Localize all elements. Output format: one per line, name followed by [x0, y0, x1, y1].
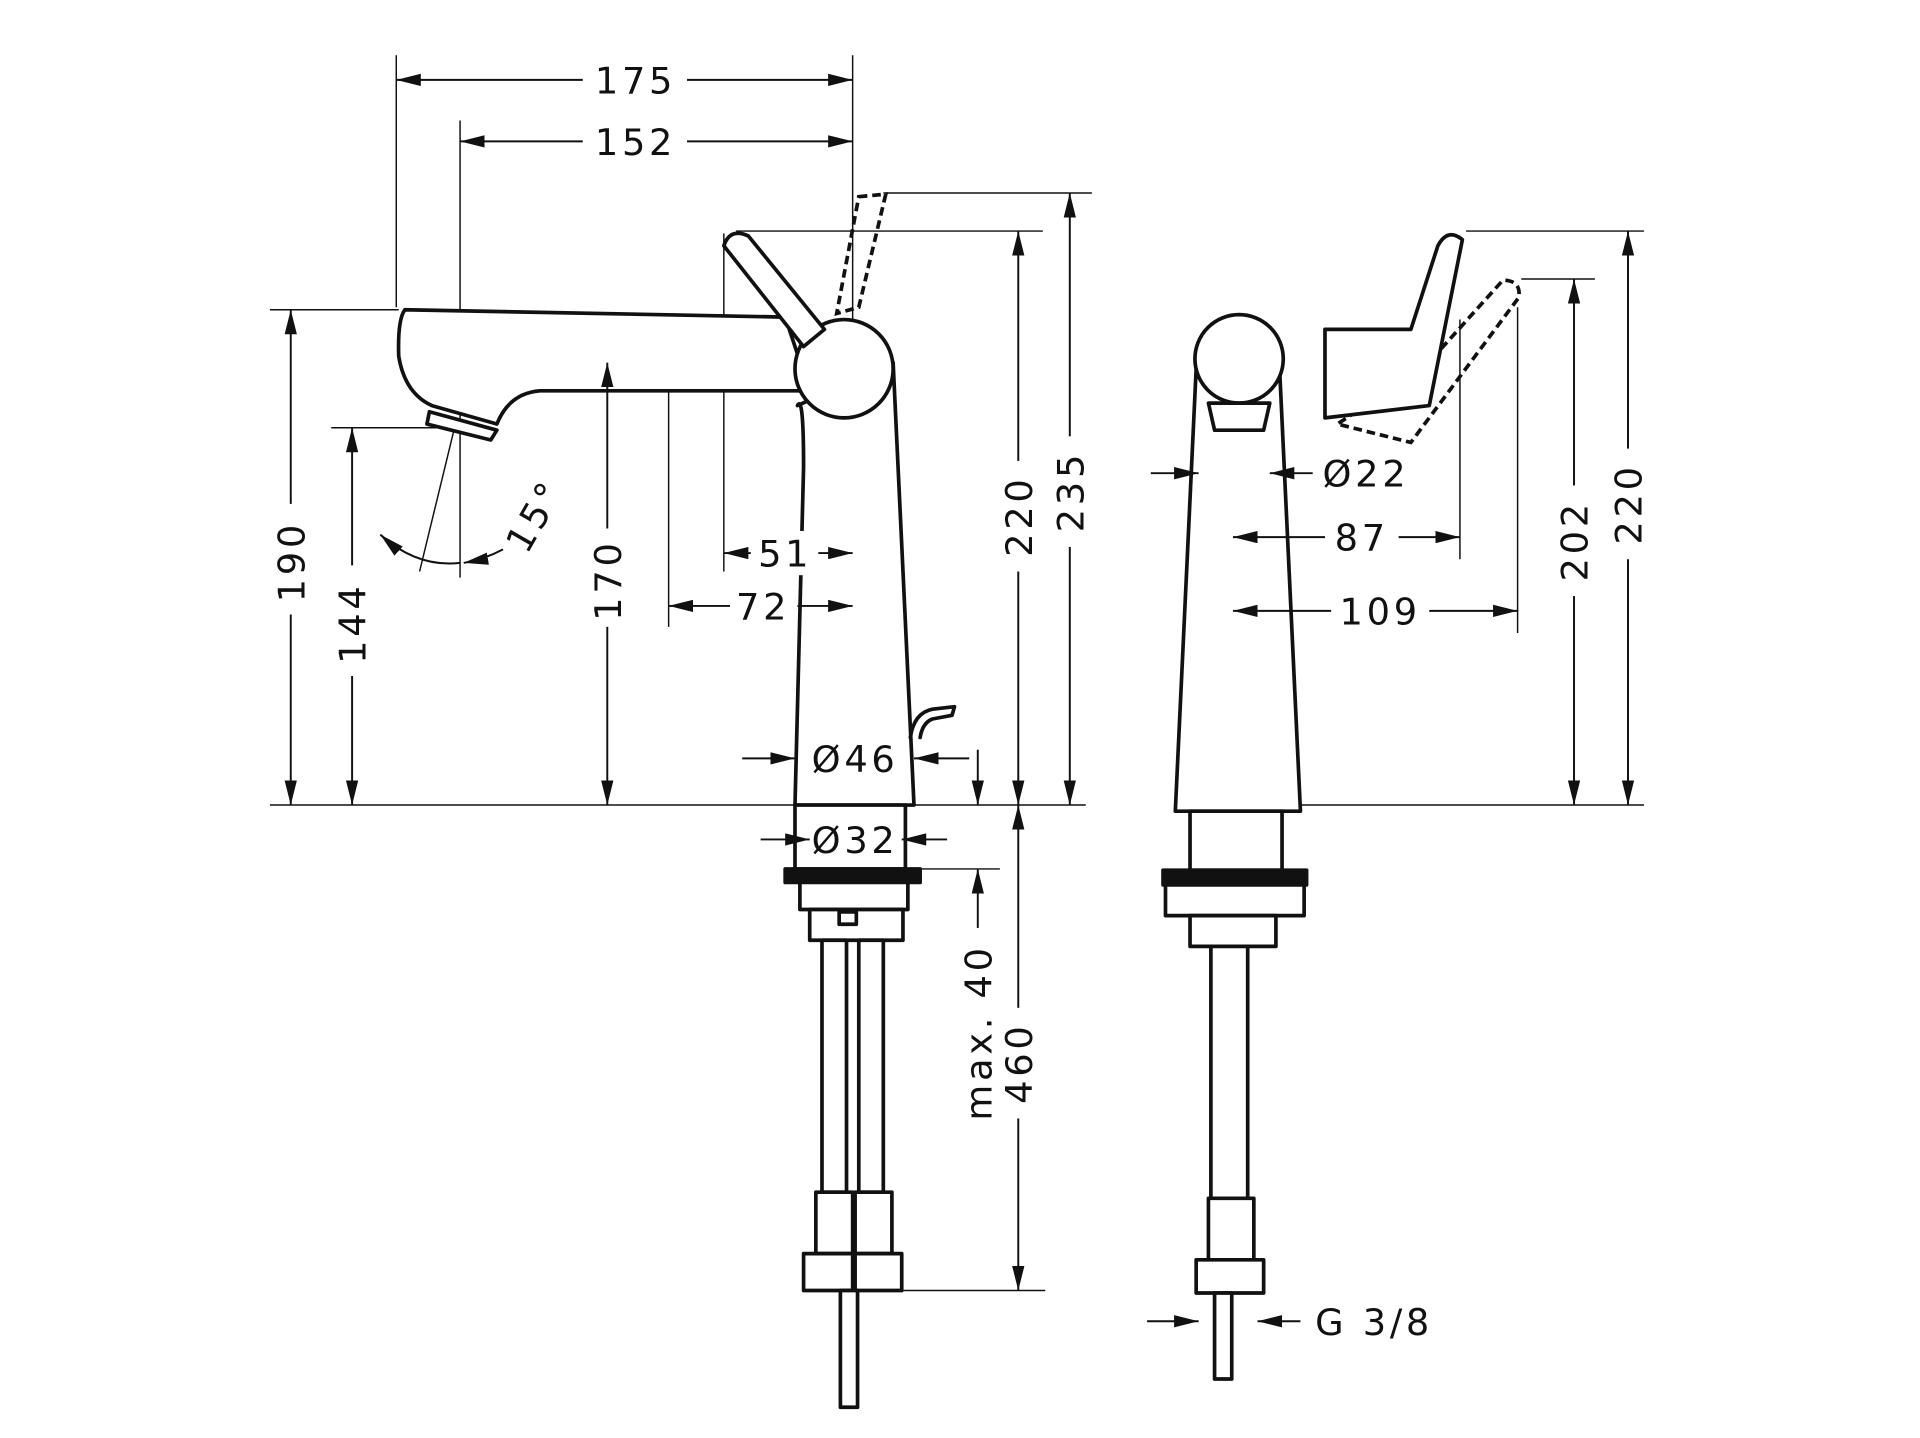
lever-dashed-open-side	[1332, 278, 1521, 445]
outlet	[1206, 401, 1272, 433]
lever-dashed-open	[834, 192, 889, 316]
faucet-front	[379, 192, 957, 1410]
dim-152: 152	[595, 121, 676, 164]
handle-block	[1323, 232, 1465, 420]
hose-right	[856, 938, 886, 1195]
dim-51: 51	[758, 533, 812, 576]
dim-235: 235	[1049, 451, 1092, 532]
dim-202: 202	[1554, 500, 1597, 581]
spout	[396, 307, 812, 426]
aerator	[425, 409, 499, 442]
dim-g-3-8: G 3/8	[1315, 1301, 1433, 1344]
dim-diameter-32: Ø32	[812, 819, 899, 862]
dim-144: 144	[332, 582, 375, 663]
hose-left	[820, 938, 849, 1195]
dim-190: 190	[270, 521, 313, 602]
dim-diameter-22: Ø22	[1323, 453, 1410, 496]
dim-72: 72	[736, 585, 790, 628]
body-side	[1173, 366, 1303, 814]
dimension-labels-front: 175 152 190 144 15° 170 51 72 220 235 Ø4…	[269, 55, 1092, 1121]
knob	[1193, 312, 1286, 405]
dimension-lines-front	[284, 73, 1076, 1291]
dim-175: 175	[595, 59, 676, 102]
dim-max-40: max. 40	[957, 944, 1000, 1120]
dim-diameter-46: Ø46	[812, 738, 899, 781]
dim-170: 170	[587, 539, 630, 620]
front-view: 175 152 190 144 15° 170 51 72 220 235 Ø4…	[269, 55, 1092, 1410]
lever	[721, 231, 827, 349]
side-view: Ø22 87 109 202 220 G 3/8	[1147, 230, 1651, 1381]
faucet-side	[1161, 232, 1521, 1381]
dim-87: 87	[1335, 517, 1389, 560]
dimension-labels-side: Ø22 87 109 202 220 G 3/8	[1315, 448, 1651, 1344]
dim-15-deg: 15°	[497, 472, 572, 560]
dim-460: 460	[998, 1022, 1041, 1103]
dim-109: 109	[1340, 590, 1421, 633]
dim-220-side: 220	[1608, 463, 1651, 544]
popup-rod	[908, 704, 957, 740]
hose-side	[1209, 944, 1250, 1201]
handle-hub	[793, 317, 895, 420]
dim-220-front: 220	[998, 475, 1041, 556]
